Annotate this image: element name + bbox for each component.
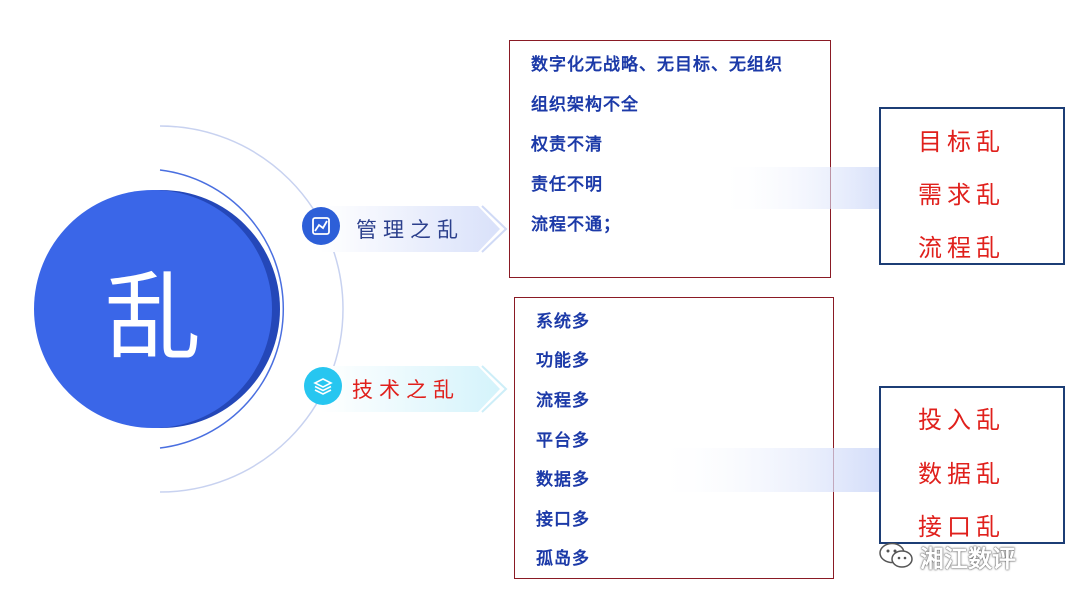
branch-label-management: 管理之乱 xyxy=(356,218,464,242)
result-item: 流程乱 xyxy=(918,234,1005,262)
wechat-icon xyxy=(879,542,913,568)
list-item: 平台多 xyxy=(536,431,590,451)
result-item: 投入乱 xyxy=(918,406,1005,434)
management-result-box xyxy=(879,107,1065,265)
list-item: 系统多 xyxy=(536,312,590,332)
list-item: 责任不明 xyxy=(531,175,603,195)
list-item: 功能多 xyxy=(536,351,590,371)
result-item: 接口乱 xyxy=(918,513,1005,541)
list-item: 流程多 xyxy=(536,391,590,411)
result-item: 数据乱 xyxy=(918,460,1005,488)
branch-banner-technology xyxy=(320,365,508,413)
center-title: 乱 xyxy=(105,261,201,374)
list-item: 组织架构不全 xyxy=(531,95,639,115)
management-issue-list xyxy=(509,40,831,278)
result-item: 目标乱 xyxy=(918,128,1005,156)
list-item: 数字化无战略、无目标、无组织 xyxy=(531,55,783,75)
center-circle xyxy=(34,190,272,428)
list-item: 数据多 xyxy=(536,470,590,490)
chart-icon xyxy=(302,207,340,245)
branch-banner-management xyxy=(320,205,508,253)
list-item: 流程不通； xyxy=(531,215,621,235)
technology-issue-list xyxy=(514,297,834,579)
arrow-technology xyxy=(652,448,906,492)
branch-label-technology: 技术之乱 xyxy=(352,378,460,402)
list-item: 接口多 xyxy=(536,510,590,530)
inner-arc xyxy=(159,169,285,449)
result-item: 需求乱 xyxy=(918,181,1005,209)
layers-icon xyxy=(304,367,342,405)
outer-arc xyxy=(159,125,344,493)
watermark: 湘江数评 xyxy=(878,536,1016,576)
technology-result-box xyxy=(879,386,1065,544)
list-item: 孤岛多 xyxy=(536,549,590,569)
arrow-management xyxy=(716,167,910,209)
watermark-text: 湘江数评 xyxy=(920,544,1016,573)
list-item: 权责不清 xyxy=(531,135,603,155)
